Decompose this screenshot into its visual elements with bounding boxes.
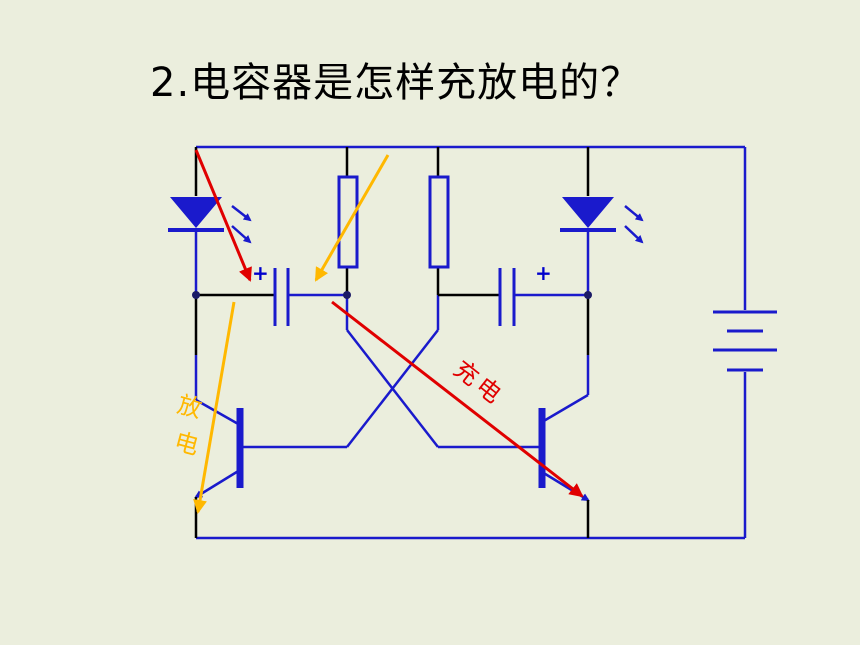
left-capacitor-plus: + [252,261,269,285]
left-capacitor [273,268,290,326]
junction-dots [192,291,592,299]
slide-title: 2.电容器是怎样充放电的？ [150,60,642,106]
discharge-arrow-capacitor-to-emitter [193,301,236,514]
charge-arrow-capacitor-to-transistor [331,300,584,498]
right-resistor [428,175,450,269]
battery [713,310,777,372]
charge-arrows [194,149,584,498]
right-led [560,197,644,244]
discharge-arrow-resistor-to-capacitor [314,154,390,282]
left-led [168,197,252,244]
svg-text:放: 放 [174,390,204,423]
circuit-wires [194,145,747,540]
right-capacitor [498,268,516,326]
discharge-label: 放 电 [171,390,204,460]
charge-arrow-led-to-capacitor [194,149,252,282]
svg-text:电: 电 [171,427,201,460]
left-resistor [337,175,359,269]
discharge-arrows [193,154,390,514]
right-capacitor-plus: + [535,261,552,285]
